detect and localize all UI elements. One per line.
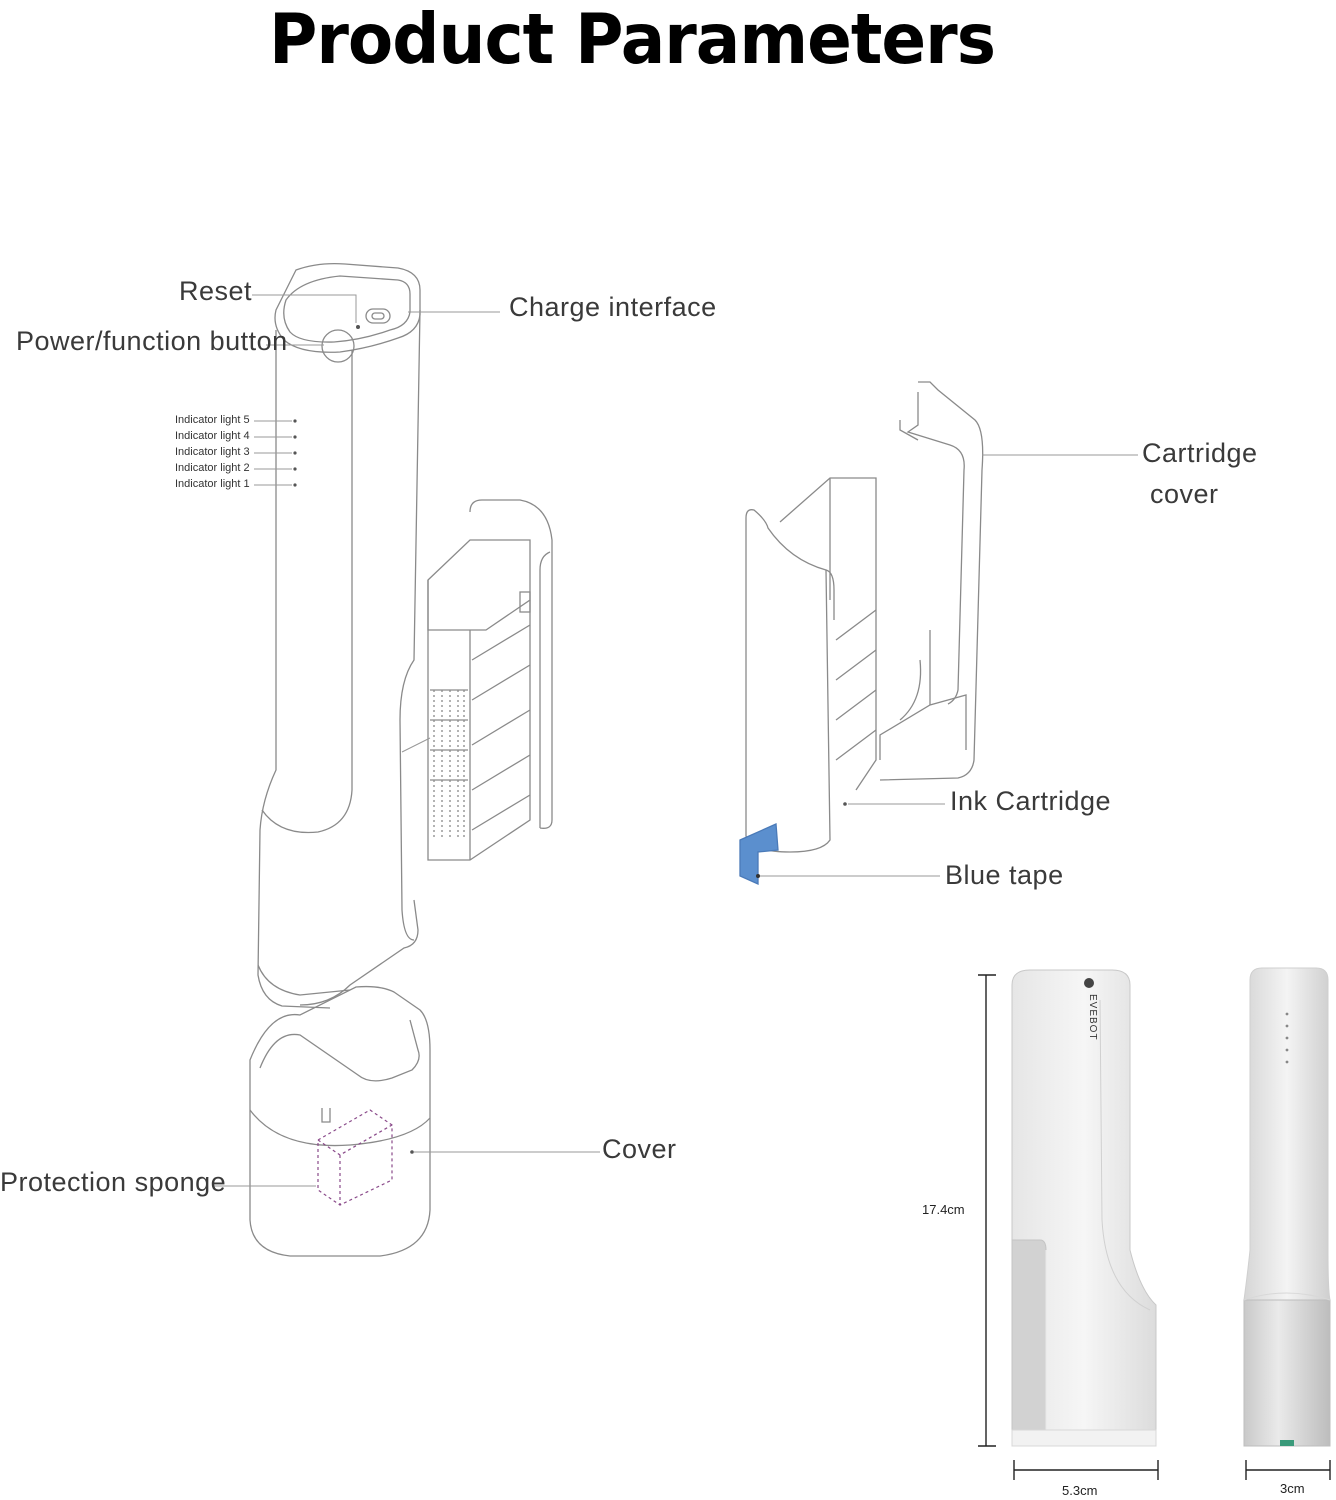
brand-logo-text: EVEBOT — [1087, 994, 1098, 1041]
cartridge-assembly-right — [745, 381, 984, 853]
label-cartridge-cover-line2: cover — [1150, 479, 1219, 509]
label-indicator-light-2: Indicator light 2 — [175, 462, 250, 474]
dimension-lines — [978, 974, 1331, 1480]
charge-port-shape — [365, 308, 391, 324]
label-indicator-light-1: Indicator light 1 — [175, 478, 250, 490]
blue-tape-shape — [739, 823, 779, 886]
label-ink-cartridge: Ink Cartridge — [950, 786, 1112, 816]
printer-body-outline — [257, 262, 421, 1009]
label-indicator-light-5: Indicator light 5 — [175, 414, 250, 426]
dimension-height: 17.4cm — [922, 1202, 965, 1217]
label-power-button: Power/function button — [16, 326, 288, 356]
power-button-shape — [321, 329, 355, 363]
label-reset: Reset — [179, 276, 253, 306]
label-protection-sponge: Protection sponge — [0, 1167, 227, 1197]
label-blue-tape: Blue tape — [945, 860, 1064, 890]
dimension-depth: 3cm — [1280, 1481, 1305, 1496]
label-cartridge-cover-line1: Cartridge — [1142, 438, 1258, 468]
product-photo-front — [1011, 969, 1157, 1447]
cartridge-assembly-left — [427, 499, 553, 861]
label-indicator-light-3: Indicator light 3 — [175, 446, 250, 458]
dimension-width: 5.3cm — [1062, 1483, 1098, 1498]
label-indicator-light-4: Indicator light 4 — [175, 430, 250, 442]
leader-lines — [212, 294, 1138, 1187]
page-title: Product Parameters — [268, 0, 996, 80]
label-cover: Cover — [602, 1134, 677, 1164]
cover-outline — [249, 985, 431, 1257]
label-charge-interface: Charge interface — [509, 292, 717, 322]
product-photo-side — [1243, 967, 1331, 1447]
